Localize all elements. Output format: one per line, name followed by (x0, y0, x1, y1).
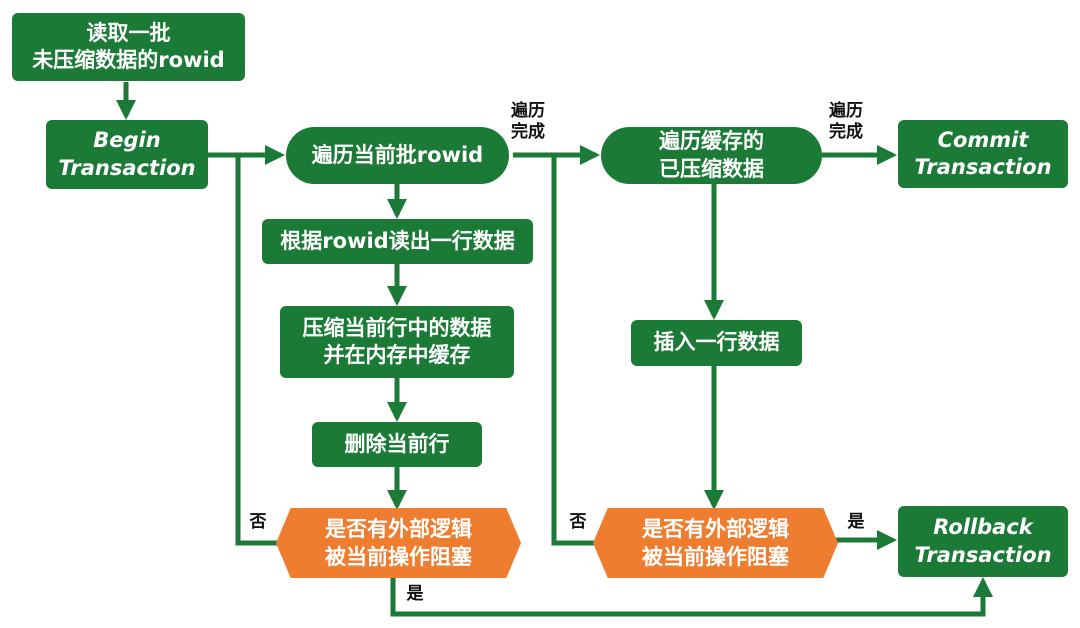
node-iterate-batch-label: 遍历当前批rowid (311, 142, 484, 167)
decision-check-block-1-label: 是否有外部逻辑 被当前操作阻塞 (325, 516, 472, 569)
edge-label-no-1: 否 (249, 512, 267, 532)
edge-label-no-2: 否 (569, 512, 587, 532)
node-insert-row-label: 插入一行数据 (653, 330, 780, 355)
node-insert-row: 插入一行数据 (631, 320, 802, 366)
node-read-batch-label: 读取一批 未压缩数据的rowid (32, 20, 225, 72)
edge-label-iterate-done-2: 遍历 完成 (829, 101, 863, 143)
node-iterate-cache-label: 遍历缓存的 已压缩数据 (659, 129, 764, 181)
node-delete-row: 删除当前行 (312, 422, 482, 467)
node-iterate-cache: 遍历缓存的 已压缩数据 (601, 127, 822, 184)
node-iterate-batch: 遍历当前批rowid (286, 127, 509, 184)
node-read-row: 根据rowid读出一行数据 (262, 219, 533, 264)
edge-label-iterate-done-1: 遍历 完成 (511, 101, 545, 143)
decision-check-block-1: 是否有外部逻辑 被当前操作阻塞 (276, 508, 521, 578)
arrow-check1-no-loop (235, 155, 278, 546)
decision-check-block-2-label: 是否有外部逻辑 被当前操作阻塞 (642, 516, 789, 569)
arrow-check2-no-loop (551, 155, 597, 546)
node-compress-row-label: 压缩当前行中的数据 并在内存中缓存 (302, 315, 492, 367)
node-commit-transaction: Commit Transaction (898, 120, 1068, 188)
node-rollback-transaction-label: Rollback Transaction (914, 515, 1052, 567)
node-read-row-label: 根据rowid读出一行数据 (280, 228, 515, 253)
edge-label-yes-2: 是 (847, 512, 865, 532)
arrow-check1-yes-to-rollback (390, 577, 993, 617)
edge-label-yes-1: 是 (406, 584, 424, 604)
node-compress-row: 压缩当前行中的数据 并在内存中缓存 (280, 306, 514, 378)
node-begin-transaction-label: Begin Transaction (58, 128, 196, 180)
node-delete-row-label: 删除当前行 (344, 431, 450, 456)
node-begin-transaction: Begin Transaction (46, 120, 208, 189)
node-rollback-transaction: Rollback Transaction (898, 506, 1068, 577)
node-read-batch: 读取一批 未压缩数据的rowid (12, 13, 245, 81)
node-commit-transaction-label: Commit Transaction (914, 127, 1052, 179)
decision-check-block-2: 是否有外部逻辑 被当前操作阻塞 (593, 508, 838, 578)
